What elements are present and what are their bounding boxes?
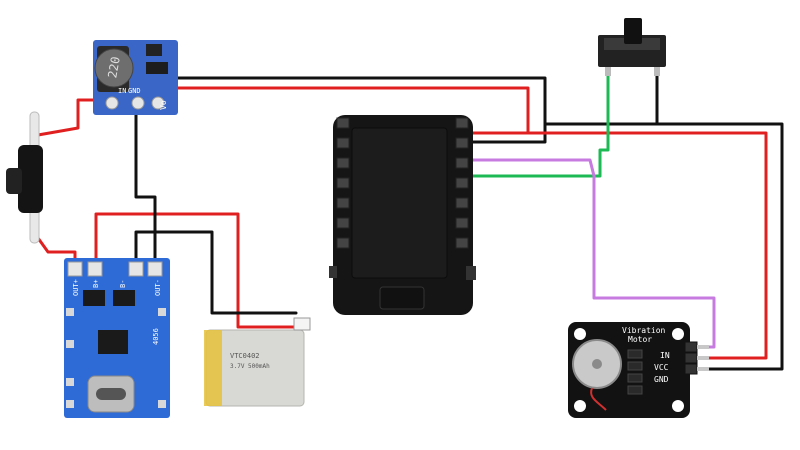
battery-label-line2: 3.7V 500mAh (230, 363, 270, 370)
wire-esp-gnd-to-motor-gnd (543, 122, 784, 371)
esp32-board (329, 115, 476, 315)
button-cap (624, 18, 642, 44)
charger-pin-outplus: OUT+ (72, 279, 80, 296)
esp-right-pins (455, 117, 469, 249)
charger-pin-bplus: B+ (92, 280, 100, 288)
switch-body (18, 145, 43, 213)
motor-mount-hole-4 (672, 400, 684, 412)
boost-pad-gnd (131, 96, 145, 110)
wire-esp-to-motor-vcc (470, 131, 768, 360)
motor-smd-parts (627, 349, 643, 395)
motor-title-line1: Vibration (622, 326, 666, 335)
boost-capacitor-text: 220 (105, 55, 123, 79)
motor-mount-hole-2 (672, 328, 684, 340)
motor-pins (697, 345, 709, 371)
wire-esp-to-motor-in (470, 158, 716, 349)
charger-chip-label: 4056 (152, 328, 160, 345)
boost-capacitor (94, 48, 134, 88)
boost-pad-in (105, 96, 119, 110)
motor-disc-center (592, 359, 602, 369)
charger-usbc-opening (96, 388, 126, 400)
charger-mosfet (113, 290, 135, 306)
motor-mount-hole-1 (574, 328, 586, 340)
button-lead-left (605, 60, 611, 76)
esp-button (466, 266, 476, 280)
battery-label-line1: VTC0402 (230, 352, 260, 360)
button-lead-right (654, 60, 660, 76)
motor-pin-header (684, 341, 698, 375)
charger-side-pads (66, 308, 166, 408)
charger-pin-outminus: OUT- (154, 279, 162, 296)
boost-chip (146, 44, 162, 56)
esp-left-pins (336, 117, 350, 249)
wire-esp-to-button (470, 72, 610, 178)
motor-pin-in: IN (660, 351, 670, 360)
battery-connector (293, 317, 311, 331)
boost-pin-label-in: IN (118, 87, 126, 95)
boost-pad-vo (151, 96, 165, 110)
switch-knob (6, 168, 22, 194)
vibration-motor-module: Vibration Motor IN VCC GND (568, 322, 709, 418)
wire-charger-bplus-to-battery (94, 212, 298, 329)
motor-leads (590, 387, 607, 411)
boost-diode (146, 62, 168, 74)
push-button (598, 18, 666, 76)
boost-module: 220 IN GND Vo (93, 40, 178, 115)
charger-protect-chip (83, 290, 105, 306)
boost-pin-label-vo: Vo (159, 100, 168, 110)
battery-yellow-tab (204, 330, 222, 406)
charger-pin-bminus: B- (119, 280, 127, 288)
motor-mount-hole-3 (574, 400, 586, 412)
esp-button-left (329, 266, 337, 278)
motor-pin-vcc: VCC (654, 363, 669, 372)
charger-main-chip (98, 330, 128, 354)
charger-top-pads (67, 261, 163, 277)
boost-pin-label-gnd: GND (128, 87, 141, 95)
esp-usb-port (379, 286, 425, 310)
wire-charger-out-to-boost-gnd (134, 101, 157, 270)
motor-title-line2: Motor (628, 335, 652, 344)
lipo-battery: VTC0402 3.7V 500mAh (204, 317, 311, 407)
motor-pin-gnd: GND (654, 375, 669, 384)
power-switch (6, 111, 43, 244)
esp-shield (351, 127, 448, 279)
charger-module: OUT+ B+ B- OUT- 4056 (64, 258, 170, 418)
wire-charger-bminus-to-battery (134, 230, 298, 315)
